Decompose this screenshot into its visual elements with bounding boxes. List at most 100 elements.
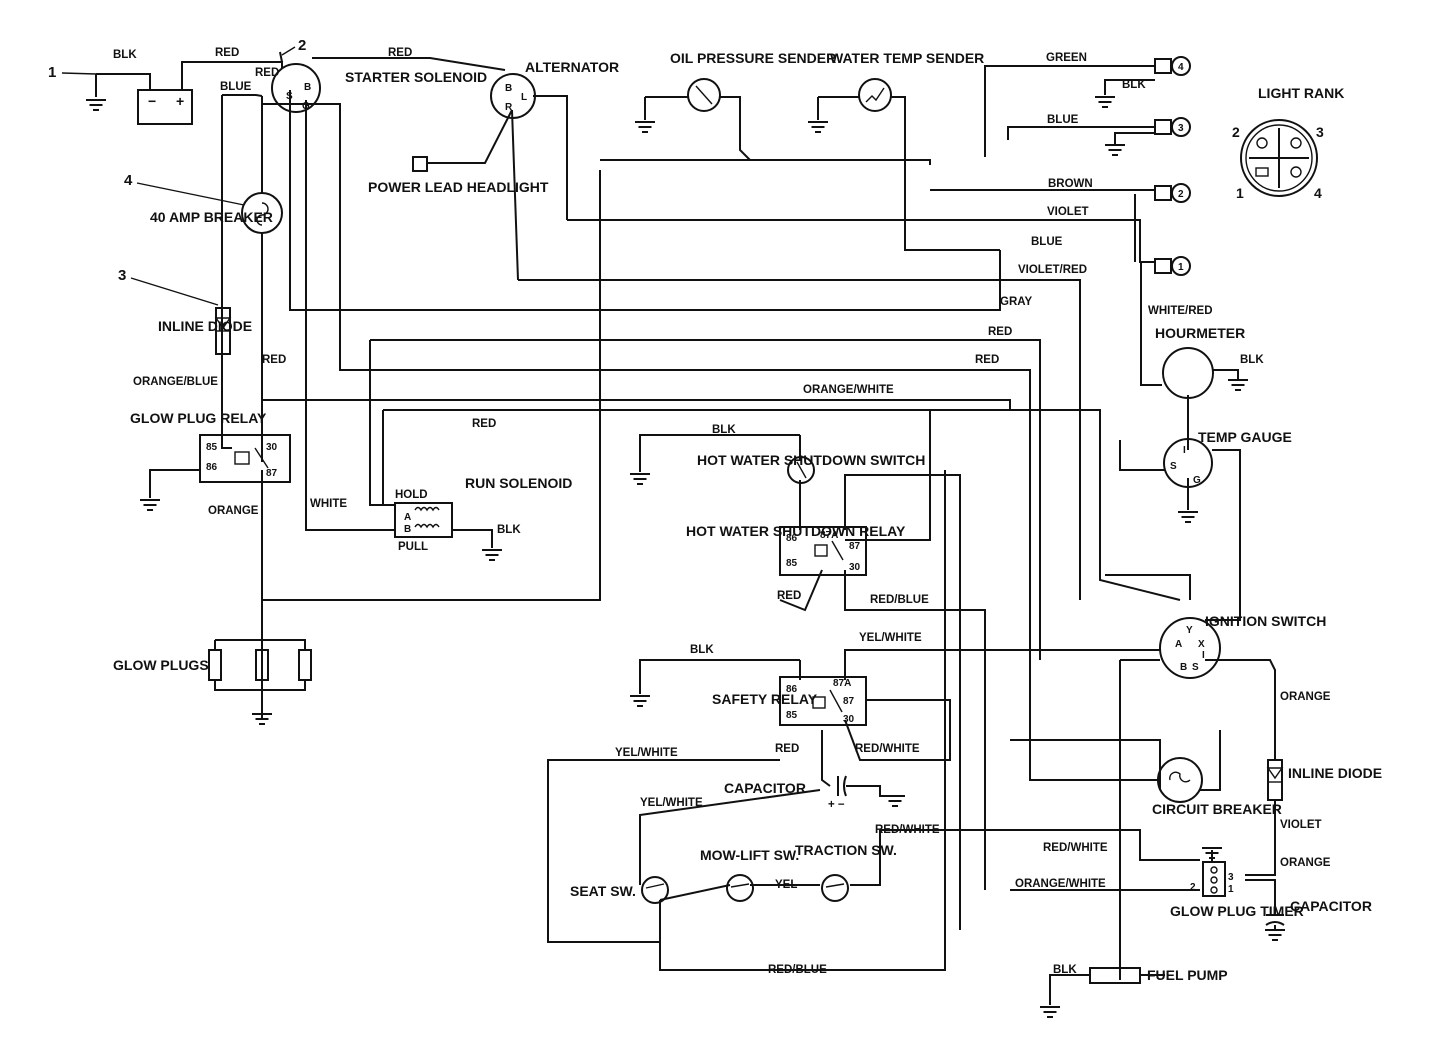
wire-label: YEL/WHITE — [859, 632, 922, 644]
ignition-switch-label: IGNITION SWITCH — [1205, 613, 1326, 629]
wire-label: ORANGE — [208, 505, 259, 517]
light-rank-pin-1: 1 — [1236, 185, 1244, 201]
wire-label: BLK — [1122, 79, 1146, 91]
starter-solenoid: B S G — [271, 63, 321, 113]
wire-label: RED — [215, 47, 239, 59]
wire-label: ORANGE/BLUE — [133, 376, 218, 388]
timer-pin-1: 1 — [1228, 884, 1234, 895]
callout-3: 3 — [118, 267, 126, 284]
wire-labels: BLK RED RED BLUE RED GREEN BLK BLUE BROW… — [113, 47, 1331, 976]
gpr-pin-87: 87 — [266, 468, 278, 479]
hourmeter — [1162, 347, 1214, 399]
fuel-pump-label: FUEL PUMP — [1147, 967, 1228, 983]
battery-plus: + — [176, 93, 184, 109]
wire-label: GREEN — [1046, 52, 1087, 64]
wire-label: RED — [775, 743, 799, 755]
breaker-40a — [241, 192, 283, 234]
capacitor — [837, 775, 847, 797]
wire-label: RED/BLUE — [768, 964, 827, 976]
inline-diode-right — [1266, 759, 1284, 801]
capacitor-2-label: CAPACITOR — [1290, 898, 1372, 914]
wire-label: RED/WHITE — [855, 743, 920, 755]
ign-pin-x: X — [1198, 639, 1205, 650]
hot-water-shutdown-relay-label: HOT WATER SHUTDOWN RELAY — [686, 523, 906, 539]
water-temp-sender-label: WATER TEMP SENDER — [830, 50, 984, 66]
mow-lift-switch — [726, 874, 754, 902]
wire-label: VIOLET — [1047, 206, 1089, 218]
connector-3: 3 — [1178, 123, 1184, 134]
run-solenoid-pull: PULL — [398, 541, 428, 553]
light-rank — [1240, 119, 1318, 197]
hot-water-shutdown-switch-label: HOT WATER SHUTDOWN SWITCH — [697, 452, 925, 468]
glow-plugs — [208, 649, 312, 681]
connector-1: 1 — [1178, 262, 1184, 273]
ign-pin-s: S — [1192, 662, 1199, 673]
temp-gauge-label: TEMP GAUGE — [1198, 429, 1292, 445]
hwsr-pin-86: 86 — [786, 533, 798, 544]
wire-label: YEL — [775, 879, 797, 891]
ign-pin-y: Y — [1186, 625, 1193, 636]
hwsr-pin-87: 87 — [849, 541, 861, 552]
temp-light-icon — [1290, 166, 1302, 178]
wire-label: BLK — [113, 49, 137, 61]
hot-water-shutdown-switch — [787, 456, 815, 484]
wire-label: WHITE/RED — [1148, 305, 1213, 317]
wire-label: ORANGE — [1280, 691, 1331, 703]
battery-light-icon — [1255, 167, 1269, 177]
wire-label: RED — [388, 47, 412, 59]
glow-plugs-label: GLOW PLUGS — [113, 657, 209, 673]
run-solenoid: A B — [394, 502, 453, 538]
wire-label: RED — [975, 354, 999, 366]
alternator: B L R — [490, 73, 536, 119]
callout-4: 4 — [124, 172, 133, 189]
wire-label: WHITE — [310, 498, 347, 510]
temp-gauge: I S G — [1163, 438, 1213, 488]
starter-pin-s: S — [286, 91, 293, 102]
wire-label: BLK — [690, 644, 714, 656]
inline-diode-2-label: INLINE DIODE — [1288, 765, 1382, 781]
seat-switch-label: SEAT SW. — [570, 883, 636, 899]
ign-pin-b: B — [1180, 662, 1187, 673]
callout-1: 1 — [48, 64, 56, 81]
wire-label: BLK — [712, 424, 736, 436]
glow-plug-relay-label: GLOW PLUG RELAY — [130, 410, 267, 426]
timer-pin-3: 3 — [1228, 872, 1234, 883]
run-solenoid-pin-b: B — [404, 524, 411, 535]
oil-pressure-sender — [687, 78, 721, 112]
hwsr-pin-87a: 87A — [820, 530, 838, 541]
wire-label: ORANGE/WHITE — [803, 384, 894, 396]
mow-lift-switch-label: MOW-LIFT SW. — [700, 847, 799, 863]
sr-pin-87a: 87A — [833, 678, 851, 689]
sr-pin-86: 86 — [786, 684, 798, 695]
run-solenoid-label: RUN SOLENOID — [465, 475, 572, 491]
wire-label: RED — [472, 418, 496, 430]
oil-light-icon — [1256, 137, 1268, 149]
light-rank-pin-3: 3 — [1316, 124, 1324, 140]
sr-pin-30: 30 — [843, 714, 855, 725]
wire-label: BLUE — [1031, 236, 1063, 248]
wire-label: RED — [777, 590, 801, 602]
circuit-breaker — [1157, 757, 1203, 803]
sr-pin-87: 87 — [843, 696, 855, 707]
wire-label: BROWN — [1048, 178, 1093, 190]
circuit-breaker-label: CIRCUIT BREAKER — [1152, 801, 1282, 817]
light-rank-pin-4: 4 — [1314, 185, 1322, 201]
temp-gauge-pin-i: I — [1183, 445, 1186, 456]
traction-switch — [821, 874, 849, 902]
run-solenoid-hold: HOLD — [395, 489, 428, 501]
wire-label: RED/WHITE — [1043, 842, 1108, 854]
ignition-switch: Y X A I B S — [1159, 617, 1221, 679]
wire-label: YEL/WHITE — [640, 797, 703, 809]
glow-plug-relay: 85 86 30 87 — [199, 434, 291, 483]
gpr-pin-86: 86 — [206, 462, 218, 473]
seat-switch — [641, 876, 669, 904]
gpr-pin-85: 85 — [206, 442, 218, 453]
wire-label: ORANGE/WHITE — [1015, 878, 1106, 890]
wire-label: ORANGE — [1280, 857, 1331, 869]
glow-plug-timer: 3 1 2 — [1190, 861, 1234, 897]
battery: − + — [137, 89, 193, 125]
alternator-label: ALTERNATOR — [525, 59, 619, 75]
ign-pin-i: I — [1202, 650, 1205, 661]
connector-2: 2 — [1178, 189, 1184, 200]
traction-switch-label: TRACTION SW. — [795, 842, 897, 858]
